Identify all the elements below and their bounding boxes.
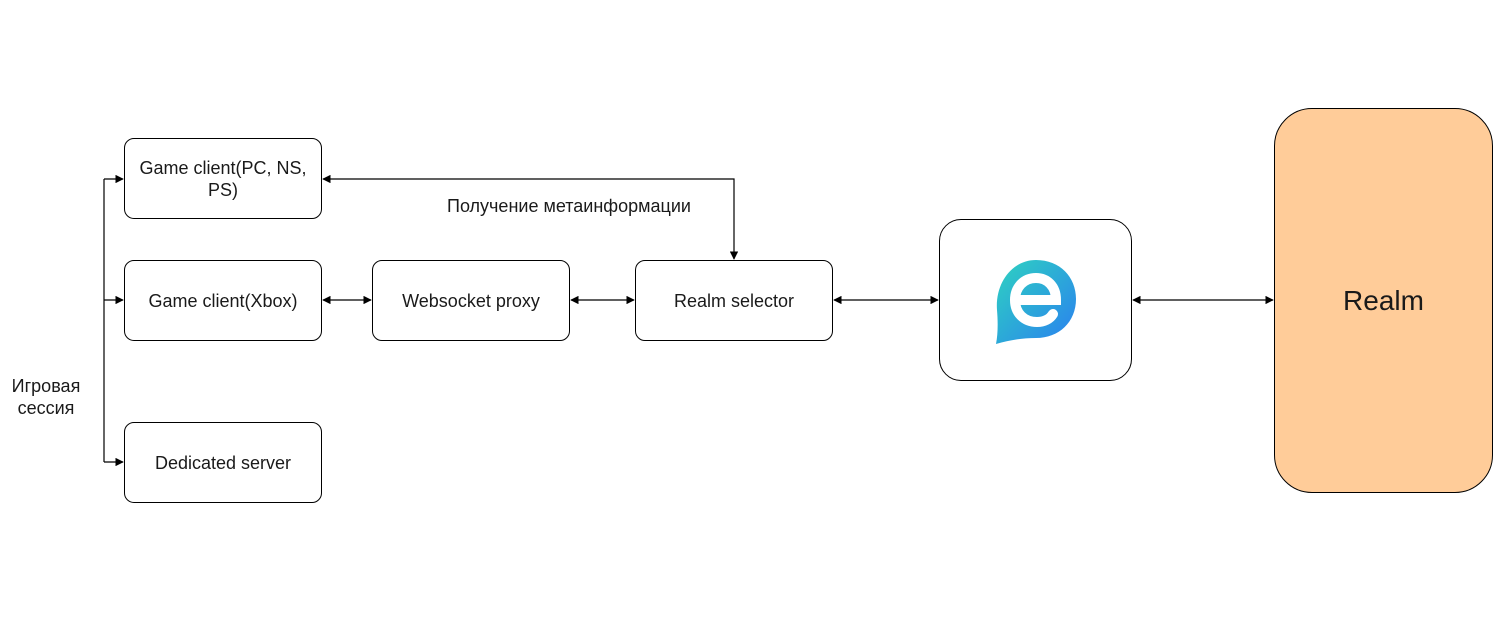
realm-node: Realm [1274,108,1493,493]
arrow-pc-selector-metainfo [322,174,739,260]
game-client-pc-label: Game client(PC, NS, PS) [139,157,307,200]
realm-selector-node: Realm selector [635,260,833,341]
dedicated-server-label: Dedicated server [154,452,292,473]
dedicated-server-node: Dedicated server [124,422,322,503]
game-client-pc-node: Game client(PC, NS, PS) [124,138,322,219]
game-client-xbox-label: Game client(Xbox) [148,290,298,311]
metainfo-label: Получение метаинформации [447,196,691,216]
realm-label: Realm [1343,284,1424,316]
e-speech-bubble-logo-icon [995,260,1076,344]
game-session-label: Игровая сессия [11,376,81,418]
websocket-proxy-label: Websocket proxy [402,290,540,311]
realm-selector-label: Realm selector [673,290,795,311]
websocket-proxy-node: Websocket proxy [372,260,570,341]
logo-node [939,219,1132,381]
game-client-xbox-node: Game client(Xbox) [124,260,322,341]
